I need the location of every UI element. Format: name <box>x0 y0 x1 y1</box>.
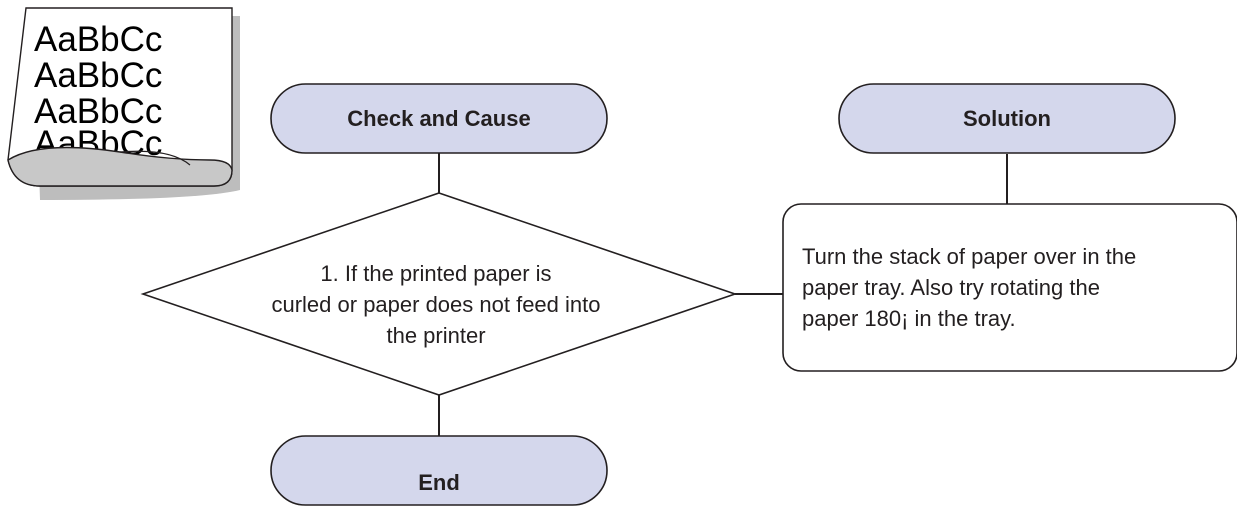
check-cause-terminator <box>270 83 608 154</box>
end-label: End <box>418 470 460 495</box>
sample-line: AaBbCc <box>34 92 163 131</box>
solution-label: Solution <box>963 106 1051 131</box>
solution-box <box>782 203 1237 372</box>
sample-page-text: AaBbCc AaBbCc AaBbCc AaBbCc <box>34 20 224 159</box>
sample-line: AaBbCc <box>34 130 163 158</box>
check-cause-label: Check and Cause <box>347 106 530 131</box>
decision-line: 1. If the printed paper is <box>320 261 552 286</box>
end-terminator <box>270 435 608 506</box>
sample-line: AaBbCc <box>34 56 163 95</box>
solution-line: Turn the stack of paper over in the <box>802 244 1137 269</box>
solution-terminator <box>838 83 1176 154</box>
solution-line: paper tray. Also try rotating the <box>802 275 1100 300</box>
decision-text: 1. If the printed paper is curled or pap… <box>220 258 652 351</box>
solution-line: paper 180¡ in the tray. <box>802 306 1016 331</box>
sample-line: AaBbCc <box>34 20 163 59</box>
solution-text: Turn the stack of paper over in the pape… <box>802 241 1227 334</box>
decision-line: curled or paper does not feed into <box>271 292 601 317</box>
decision-diamond <box>140 192 738 396</box>
decision-line: the printer <box>386 323 486 348</box>
